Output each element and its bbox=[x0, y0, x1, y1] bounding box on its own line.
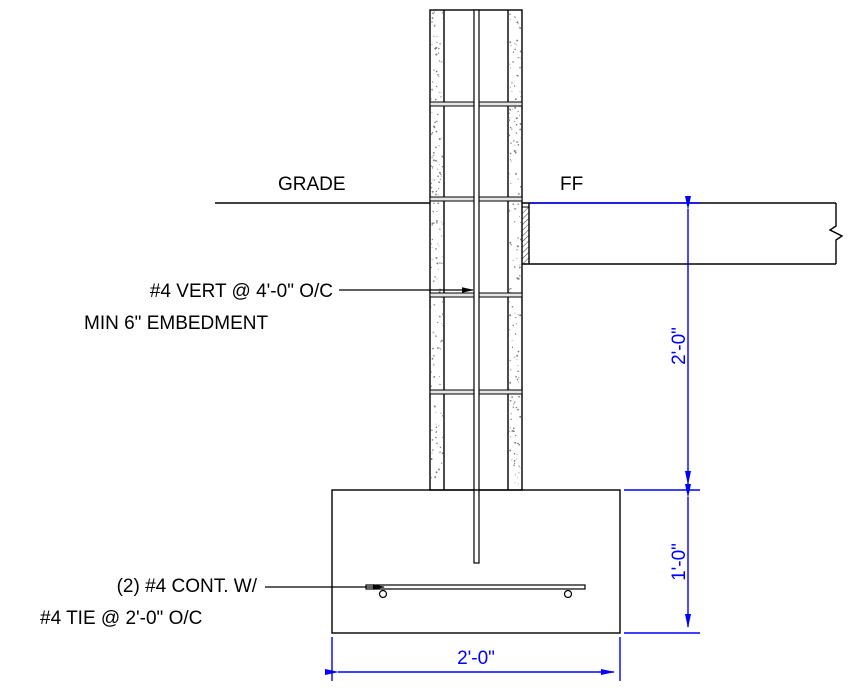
cont-rebar-label-line1: (2) #4 CONT. W/ bbox=[117, 576, 258, 597]
footing-width-dimension: 2'-0" bbox=[325, 637, 621, 681]
rebar-dot-left bbox=[378, 589, 388, 599]
ff-label: FF bbox=[560, 174, 583, 195]
break-line bbox=[828, 203, 844, 264]
continuous-rebar bbox=[365, 584, 586, 590]
vert-rebar-label-line1: #4 VERT @ 4'-0" O/C bbox=[150, 281, 333, 302]
footing-depth-dimension: 1'-0" bbox=[624, 484, 700, 634]
cmu-face-shell-texture bbox=[430, 11, 522, 485]
footing-depth-text: 1'-0" bbox=[669, 543, 690, 581]
grade-label: GRADE bbox=[278, 174, 346, 195]
expansion-joint bbox=[521, 206, 530, 265]
vertical-rebar bbox=[473, 9, 480, 564]
cmu-wall bbox=[429, 9, 523, 564]
cont-rebar-label-line2: #4 TIE @ 2'-0" O/C bbox=[40, 608, 202, 629]
footing bbox=[331, 489, 621, 634]
rebar-dot-right bbox=[563, 589, 573, 599]
floor-slab bbox=[521, 202, 844, 265]
vert-rebar-label-line2: MIN 6" EMBEDMENT bbox=[84, 313, 268, 334]
stem-height-text: 2'-0" bbox=[669, 327, 690, 365]
stem-height-dimension: 2'-0" bbox=[530, 196, 700, 485]
footing-width-text: 2'-0" bbox=[457, 648, 495, 669]
footing-outline bbox=[331, 489, 621, 634]
